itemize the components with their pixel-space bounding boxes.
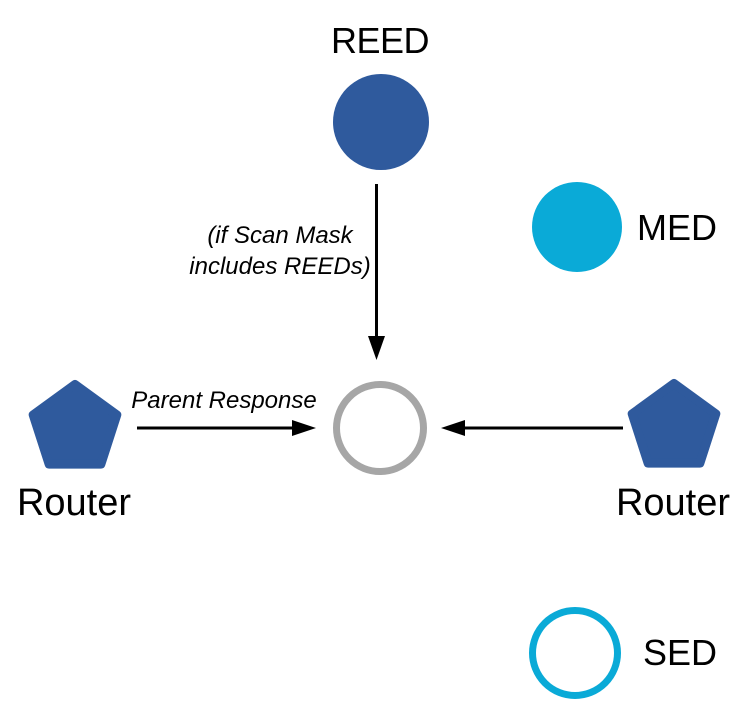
sed-node-circle-icon (529, 607, 621, 699)
parent-response-label: Parent Response (131, 387, 317, 414)
scan-mask-annotation: (if Scan Mask includes REEDs) (189, 220, 370, 282)
scan-mask-annotation-line-1: (if Scan Mask (207, 222, 353, 249)
router-right-to-parent-arrow (441, 420, 623, 436)
parent-response-arrow (137, 420, 316, 436)
reed-node-circle-icon (333, 74, 429, 170)
reed-label: REED (330, 20, 430, 61)
med-node-circle-icon (532, 182, 622, 272)
med-label: MED (637, 207, 717, 248)
router-right-pentagon-icon (627, 379, 721, 468)
parent-node-circle-icon (333, 381, 427, 475)
reed-to-parent-arrow (368, 184, 385, 360)
router-left-label: Router (16, 482, 132, 524)
scan-mask-annotation-line-2: includes REEDs) (189, 253, 371, 280)
router-right-label: Router (615, 482, 731, 524)
sed-label: SED (643, 632, 718, 673)
router-left-pentagon-icon (28, 380, 122, 469)
